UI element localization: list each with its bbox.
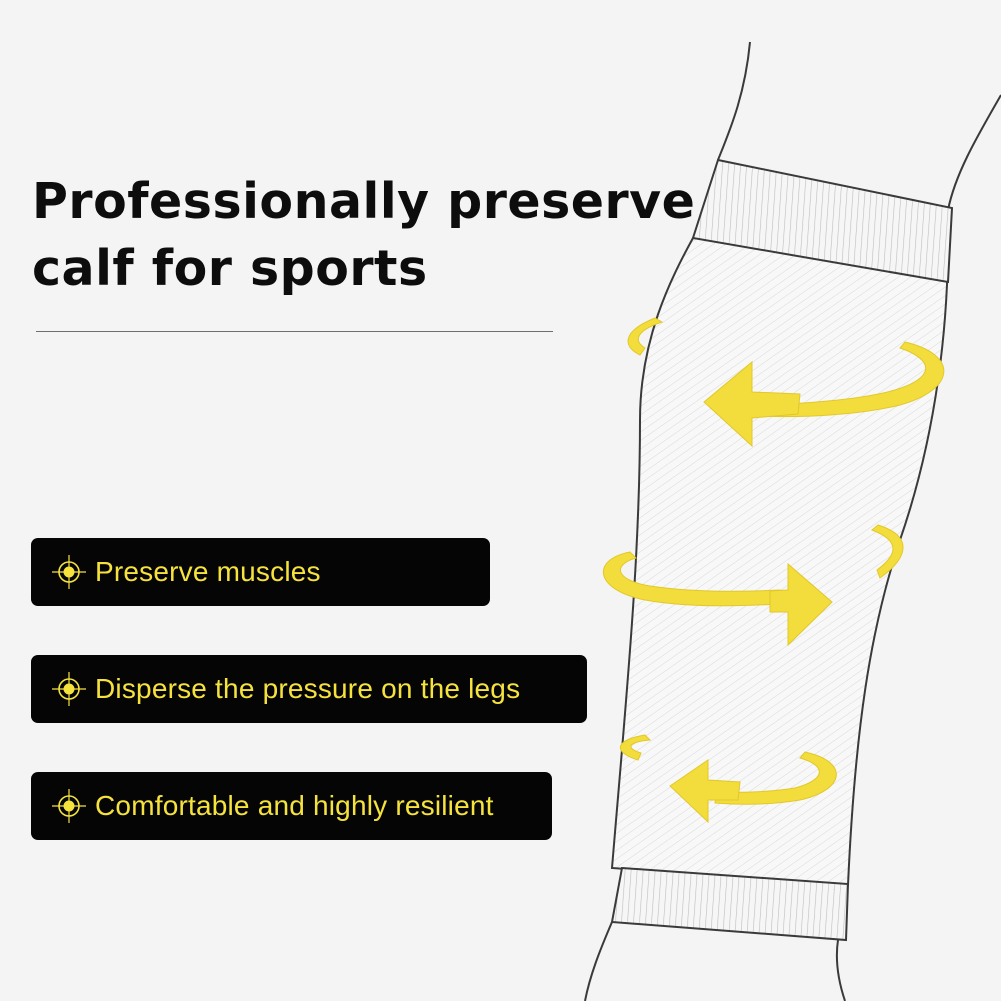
headline: Professionally preserve calf for sports (32, 168, 696, 302)
feature-label: Disperse the pressure on the legs (95, 673, 521, 704)
leg-outline-back (717, 41, 751, 161)
ankle-outline-right (835, 939, 846, 1001)
headline-line-2: calf for sports (32, 240, 428, 297)
leg-outline-front (947, 94, 1001, 211)
headline-divider (36, 331, 553, 332)
feature-label: Preserve muscles (95, 556, 321, 587)
feature-pill-preserve-muscles: Preserve muscles (31, 538, 490, 606)
feature-pill-disperse-pressure: Disperse the pressure on the legs (31, 655, 587, 723)
compression-arrow-bottom (619, 734, 837, 824)
headline-line-1: Professionally preserve (32, 173, 696, 230)
compression-arrow-top (627, 317, 945, 448)
feature-label: Comfortable and highly resilient (95, 790, 494, 821)
compression-arrow-middle (602, 524, 904, 647)
crosshair-icon (52, 555, 86, 589)
crosshair-icon (52, 672, 86, 706)
crosshair-icon (52, 789, 86, 823)
feature-pill-comfortable: Comfortable and highly resilient (31, 772, 552, 840)
sleeve-bottom-cuff (610, 866, 850, 942)
sleeve-top-cuff (691, 158, 954, 284)
ankle-outline-left (584, 921, 613, 1001)
